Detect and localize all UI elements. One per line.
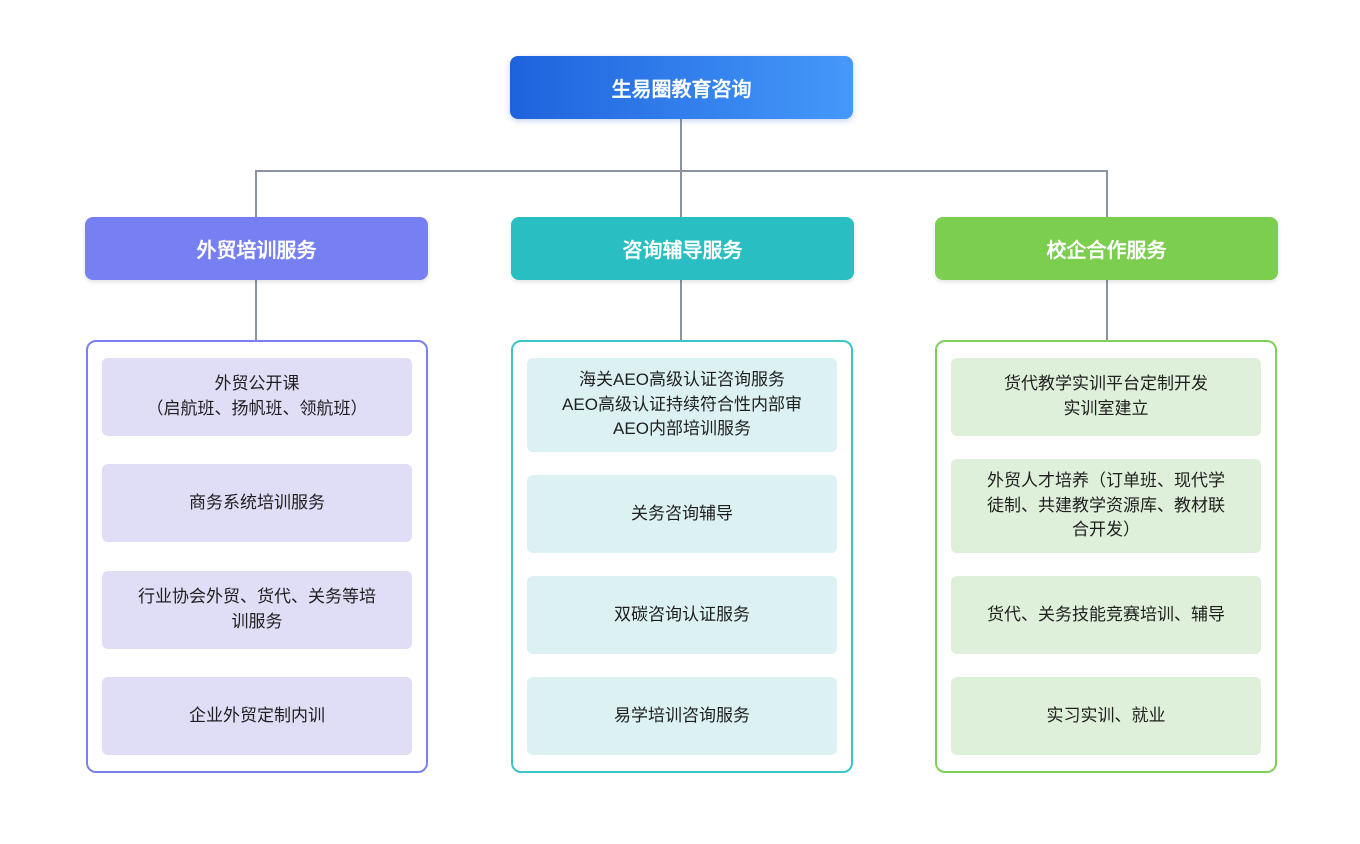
service-item: 企业外贸定制内训: [102, 676, 412, 755]
service-item: 海关AEO高级认证咨询服务 AEO高级认证持续符合性内部审 AEO内部培训服务: [527, 358, 837, 452]
branch-header-consulting: 咨询辅导服务: [511, 217, 854, 280]
group-trade-training: 外贸公开课 （启航班、扬帆班、领航班） 商务系统培训服务 行业协会外贸、货代、关…: [86, 340, 428, 773]
service-item: 外贸人才培养（订单班、现代学 徒制、共建教学资源库、教材联 合开发）: [951, 459, 1261, 553]
service-item: 关务咨询辅导: [527, 474, 837, 553]
branch-header-trade-training: 外贸培训服务: [85, 217, 428, 280]
service-item: 易学培训咨询服务: [527, 676, 837, 755]
branch-header-school-enterprise: 校企合作服务: [935, 217, 1278, 280]
connector-left-to-group: [255, 280, 257, 340]
service-item: 实习实训、就业: [951, 676, 1261, 755]
service-item: 行业协会外贸、货代、关务等培 训服务: [102, 570, 412, 649]
root-node: 生易圈教育咨询: [510, 56, 853, 119]
connector-root-down: [680, 119, 682, 170]
service-item: 双碳咨询认证服务: [527, 575, 837, 654]
service-item: 货代教学实训平台定制开发 实训室建立: [951, 358, 1261, 436]
connector-right-to-group: [1106, 280, 1108, 340]
group-school-enterprise: 货代教学实训平台定制开发 实训室建立 外贸人才培养（订单班、现代学 徒制、共建教…: [935, 340, 1277, 773]
group-consulting: 海关AEO高级认证咨询服务 AEO高级认证持续符合性内部审 AEO内部培训服务 …: [511, 340, 853, 773]
service-item: 货代、关务技能竞赛培训、辅导: [951, 575, 1261, 654]
service-item: 外贸公开课 （启航班、扬帆班、领航班）: [102, 358, 412, 436]
connector-middle-to-group: [680, 280, 682, 340]
connector-drop-left: [255, 170, 257, 217]
connector-drop-middle: [680, 170, 682, 217]
service-item: 商务系统培训服务: [102, 464, 412, 543]
connector-drop-right: [1106, 170, 1108, 217]
